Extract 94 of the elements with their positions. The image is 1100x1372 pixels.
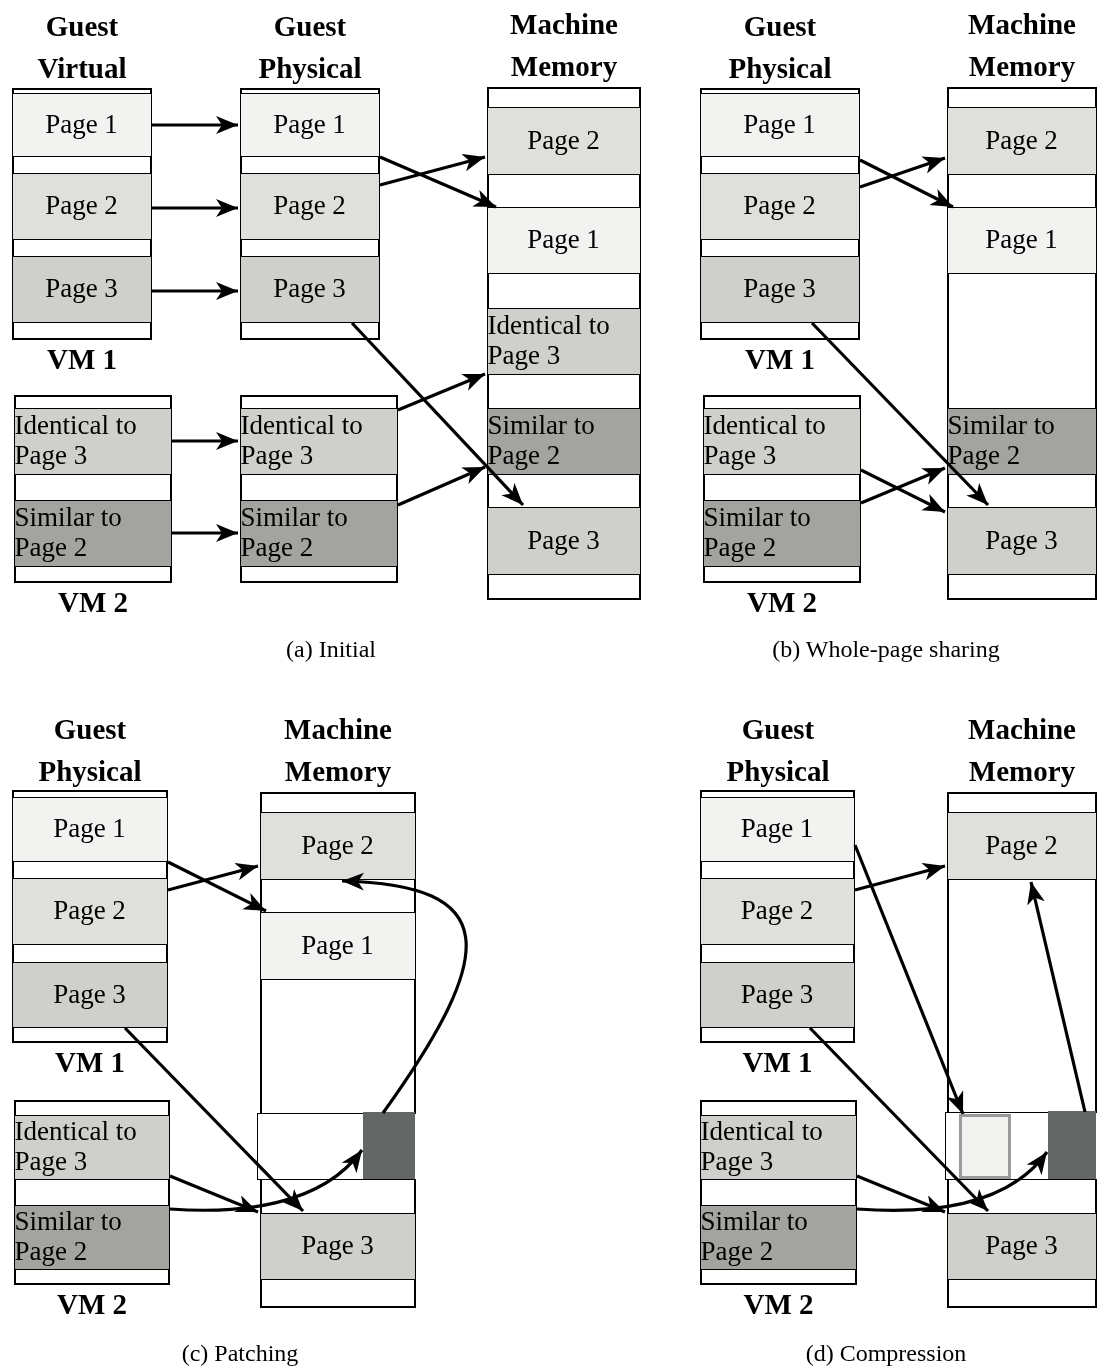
column-heading: Guest Physical <box>257 9 363 87</box>
arrow <box>860 466 946 505</box>
memory-slot <box>944 1111 1097 1180</box>
column-heading: Machine Memory <box>283 711 393 789</box>
memory-page: Identical to Page 3 <box>699 1114 857 1180</box>
memory-page: Similar to Page 2 <box>702 499 861 567</box>
arrow <box>169 1174 259 1214</box>
panel-caption: (b) Whole-page sharing <box>771 636 1001 663</box>
memory-page: Page 3 <box>699 255 860 323</box>
arrow <box>379 155 497 209</box>
memory-page: Page 1 <box>11 796 168 862</box>
memory-page: Similar to Page 2 <box>946 407 1097 475</box>
memory-page: Page 2 <box>699 172 860 240</box>
memory-page: Page 1 <box>11 92 152 157</box>
vm-label: VM 1 <box>45 342 119 377</box>
panel-caption: (a) Initial <box>285 636 377 663</box>
memory-page: Identical to Page 3 <box>486 307 641 375</box>
memory-page: Page 2 <box>946 106 1097 175</box>
memory-page: Page 1 <box>946 206 1097 274</box>
arrow <box>859 156 946 189</box>
memory-page: Page 1 <box>699 796 855 862</box>
memory-page: Similar to Page 2 <box>486 407 641 475</box>
arrow <box>856 1150 1049 1212</box>
memory-page: Similar to Page 2 <box>699 1204 857 1270</box>
memory-page: Page 3 <box>486 506 641 575</box>
column-heading: Guest Physical <box>727 9 833 87</box>
vm-label: VM 2 <box>56 585 130 620</box>
vm-label: VM 2 <box>742 1287 815 1322</box>
vm-label: VM 1 <box>741 1045 814 1080</box>
column-heading: Machine Memory <box>967 711 1077 789</box>
memory-page: Similar to Page 2 <box>239 499 398 567</box>
arrow <box>859 158 954 209</box>
arrow <box>853 844 965 1115</box>
memory-page: Page 1 <box>259 911 416 980</box>
memory-slot <box>256 1112 416 1180</box>
memory-page: Identical to Page 3 <box>13 407 172 475</box>
arrow <box>169 1148 364 1212</box>
arrow <box>172 524 238 542</box>
arrow <box>854 862 946 892</box>
memory-page: Identical to Page 3 <box>13 1114 170 1180</box>
arrow <box>860 468 946 514</box>
vm-label: VM 2 <box>55 1287 129 1322</box>
memory-page: Page 3 <box>946 506 1097 575</box>
memory-page: Identical to Page 3 <box>702 407 861 475</box>
memory-page: Identical to Page 3 <box>239 407 398 475</box>
memory-page: Page 3 <box>11 255 152 323</box>
memory-page: Page 1 <box>486 206 641 274</box>
column-heading: Machine Memory <box>967 6 1077 84</box>
memory-page: Page 3 <box>699 961 855 1028</box>
arrow <box>397 465 486 507</box>
panel-caption: (d) Compression <box>804 1340 968 1367</box>
memory-page: Page 1 <box>699 92 860 157</box>
memory-page: Page 2 <box>699 877 855 945</box>
arrow <box>810 321 990 507</box>
arrow <box>350 321 525 507</box>
vm-label: VM 2 <box>745 585 819 620</box>
arrow <box>152 282 238 300</box>
vm-label: VM 1 <box>53 1045 127 1080</box>
memory-column <box>240 88 380 340</box>
memory-page: Similar to Page 2 <box>13 499 172 567</box>
arrow <box>341 873 468 1114</box>
patch-block <box>363 1112 415 1179</box>
vm-label: VM 1 <box>743 342 817 377</box>
column-heading: Guest Physical <box>37 712 143 790</box>
memory-page: Page 3 <box>946 1212 1097 1280</box>
memory-column <box>240 395 398 583</box>
arrow <box>167 860 267 913</box>
arrow <box>397 372 486 412</box>
panel-caption: (c) Patching <box>180 1340 300 1367</box>
memory-page: Similar to Page 2 <box>13 1204 170 1270</box>
arrow <box>152 199 238 217</box>
memory-page: Page 2 <box>946 811 1097 880</box>
arrow <box>172 432 238 450</box>
memory-page: Page 2 <box>239 172 380 240</box>
arrow <box>856 1174 946 1214</box>
column-heading: Guest Physical <box>725 712 831 790</box>
memory-page: Page 2 <box>11 172 152 240</box>
arrow <box>167 862 259 892</box>
arrow <box>808 1026 990 1213</box>
memory-page: Page 2 <box>259 811 416 880</box>
arrow <box>123 1026 305 1213</box>
memory-page: Page 1 <box>239 92 380 157</box>
column-heading: Machine Memory <box>509 6 619 84</box>
column-heading: Guest Virtual <box>36 9 128 87</box>
memory-page: Page 3 <box>239 255 380 323</box>
memory-page: Page 3 <box>11 961 168 1028</box>
arrow <box>152 116 238 134</box>
memory-page: Page 3 <box>259 1212 416 1280</box>
arrow <box>379 153 486 187</box>
memory-page: Page 2 <box>11 877 168 945</box>
compressed-block <box>959 1114 1011 1179</box>
patch-block <box>1048 1111 1096 1179</box>
memory-page: Page 2 <box>486 106 641 175</box>
arrow <box>1027 881 1087 1113</box>
